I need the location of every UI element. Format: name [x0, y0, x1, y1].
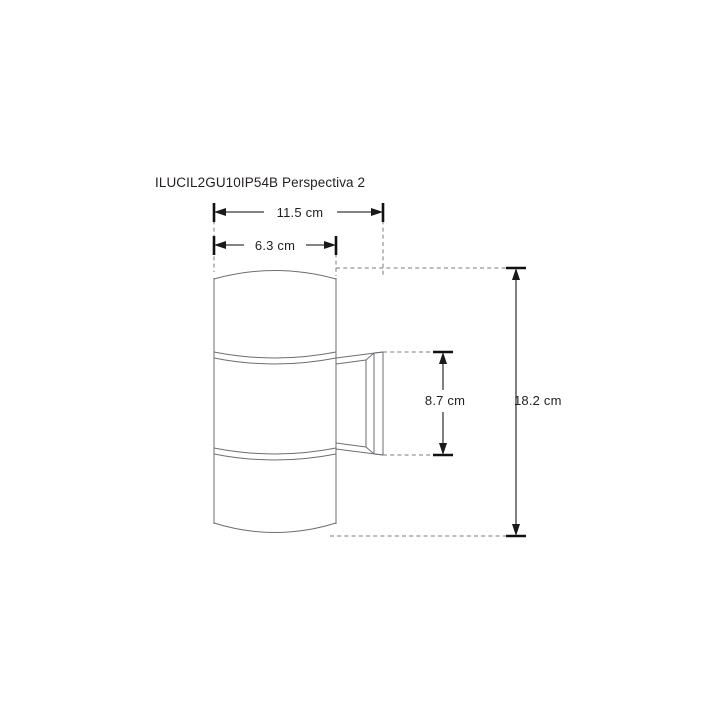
dimension-width-total: 11.5 cm	[212, 203, 385, 222]
cylinder-bottom-arc	[213, 522, 337, 533]
extension-lines	[213, 206, 520, 537]
bracket-plate-bottom-cap	[373, 453, 384, 456]
dimension-height-bracket: 8.7 cm	[425, 350, 465, 457]
bracket-bottom-inner-edge	[335, 442, 367, 448]
dim-arrow-top-18-2	[512, 268, 520, 280]
dim-label-height-bracket: 8.7 cm	[425, 393, 465, 408]
bracket-taper-top	[365, 352, 375, 361]
dimension-height-total: 18.2 cm	[506, 266, 562, 538]
dim-label-width-cylinder: 6.3 cm	[255, 238, 295, 253]
dim-arrow-left-6-3	[214, 241, 226, 249]
dim-arrow-left-11-5	[214, 208, 226, 216]
bracket-top-inner-edge	[335, 359, 367, 365]
dim-arrow-right-6-3	[324, 241, 336, 249]
bracket-plate-top-cap	[373, 351, 384, 354]
cylinder-top-arc	[213, 270, 337, 280]
cylinder-band-lower-bottom	[213, 453, 337, 461]
dim-arrow-bottom-8-7	[439, 443, 447, 455]
page-title: ILUCIL2GU10IP54B Perspectiva 2	[155, 175, 365, 190]
dim-label-height-total: 18.2 cm	[514, 393, 562, 408]
product-illustration	[213, 270, 384, 533]
bracket-taper-bottom	[365, 446, 375, 455]
cylinder-band-upper-bottom	[213, 357, 337, 365]
cylinder-band-upper-top	[213, 351, 337, 359]
dimension-width-cylinder: 6.3 cm	[212, 236, 338, 255]
dim-label-width-total: 11.5 cm	[277, 205, 324, 220]
dim-label-bg-8-7	[425, 391, 465, 409]
dim-arrow-top-8-7	[439, 352, 447, 364]
dim-arrow-bottom-18-2	[512, 524, 520, 536]
dim-arrow-right-11-5	[371, 208, 383, 216]
cylinder-band-lower-top	[213, 447, 337, 455]
